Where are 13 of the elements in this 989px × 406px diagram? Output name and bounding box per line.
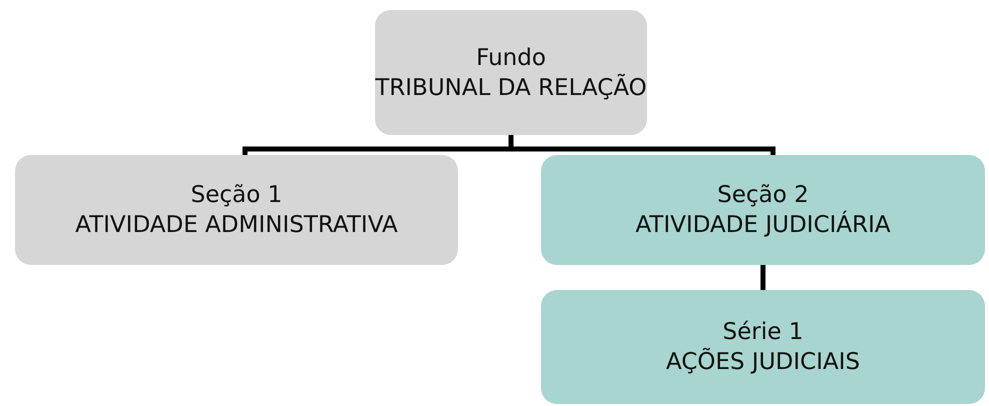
node-title: ATIVIDADE ADMINISTRATIVA — [75, 211, 398, 240]
node-box — [541, 290, 985, 404]
node-title: TRIBUNAL DA RELAÇÃO — [375, 72, 647, 102]
node-heading: Fundo — [476, 44, 546, 72]
node-box — [15, 155, 458, 265]
node-title: AÇÕES JUDICIAIS — [666, 347, 860, 377]
node-box — [375, 10, 647, 135]
connector-line — [760, 265, 766, 290]
node-heading: Série 1 — [722, 318, 804, 347]
node-box — [541, 155, 985, 265]
node-heading: Seção 1 — [190, 181, 282, 210]
node-title: ATIVIDADE JUDICIÁRIA — [635, 210, 891, 240]
node-heading: Seção 2 — [717, 181, 809, 210]
